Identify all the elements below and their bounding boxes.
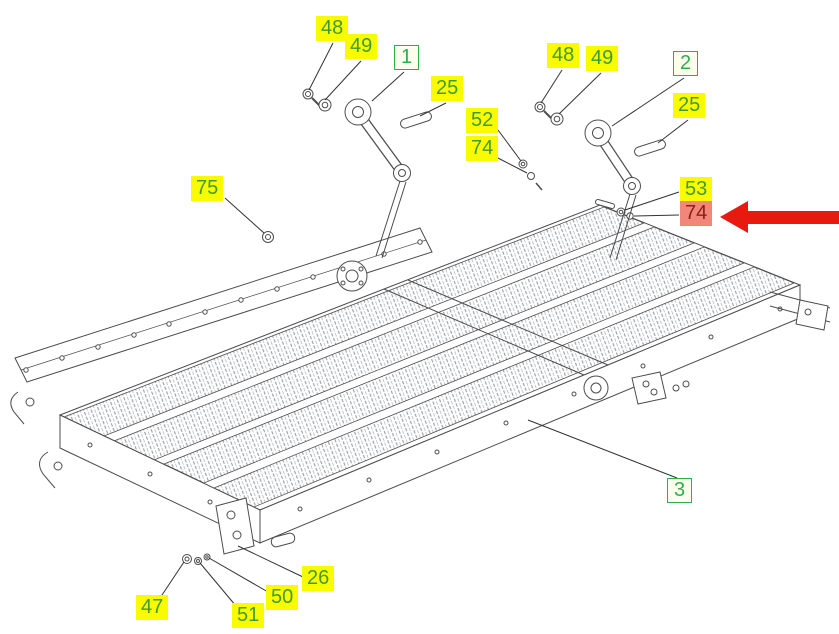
crank-assembly-left: [302, 88, 432, 259]
part-label-53[interactable]: 53: [680, 177, 713, 202]
part-label-51[interactable]: 51: [232, 603, 265, 628]
grain-pan: [58, 204, 802, 511]
part-label-26[interactable]: 26: [302, 566, 335, 591]
drive-hub: [583, 371, 690, 405]
nut-75: [262, 231, 274, 243]
part-label-49-right[interactable]: 49: [586, 46, 619, 71]
part-label-25-left[interactable]: 25: [431, 76, 464, 101]
part-label-25-right[interactable]: 25: [673, 93, 706, 118]
front-frame: [10, 284, 831, 544]
part-label-48-left[interactable]: 48: [316, 16, 349, 41]
part-label-50[interactable]: 50: [266, 585, 299, 610]
part-label-47[interactable]: 47: [136, 595, 169, 620]
part-label-48-right[interactable]: 48: [547, 43, 580, 68]
upper-rail: [14, 227, 433, 383]
part-label-74-upper[interactable]: 74: [466, 136, 499, 161]
hardware-bottom-left: [182, 497, 296, 565]
part-label-1[interactable]: 1: [394, 45, 419, 70]
crank-assembly-right: [518, 101, 666, 261]
part-label-3[interactable]: 3: [667, 478, 692, 503]
part-label-2[interactable]: 2: [673, 51, 698, 76]
red-arrow-annotation: [720, 201, 839, 233]
part-label-75[interactable]: 75: [191, 176, 224, 201]
part-label-74-highlighted[interactable]: 74: [680, 201, 713, 226]
part-label-52[interactable]: 52: [466, 108, 499, 133]
part-label-49-left[interactable]: 49: [345, 34, 378, 59]
leader-lines: [159, 42, 689, 607]
